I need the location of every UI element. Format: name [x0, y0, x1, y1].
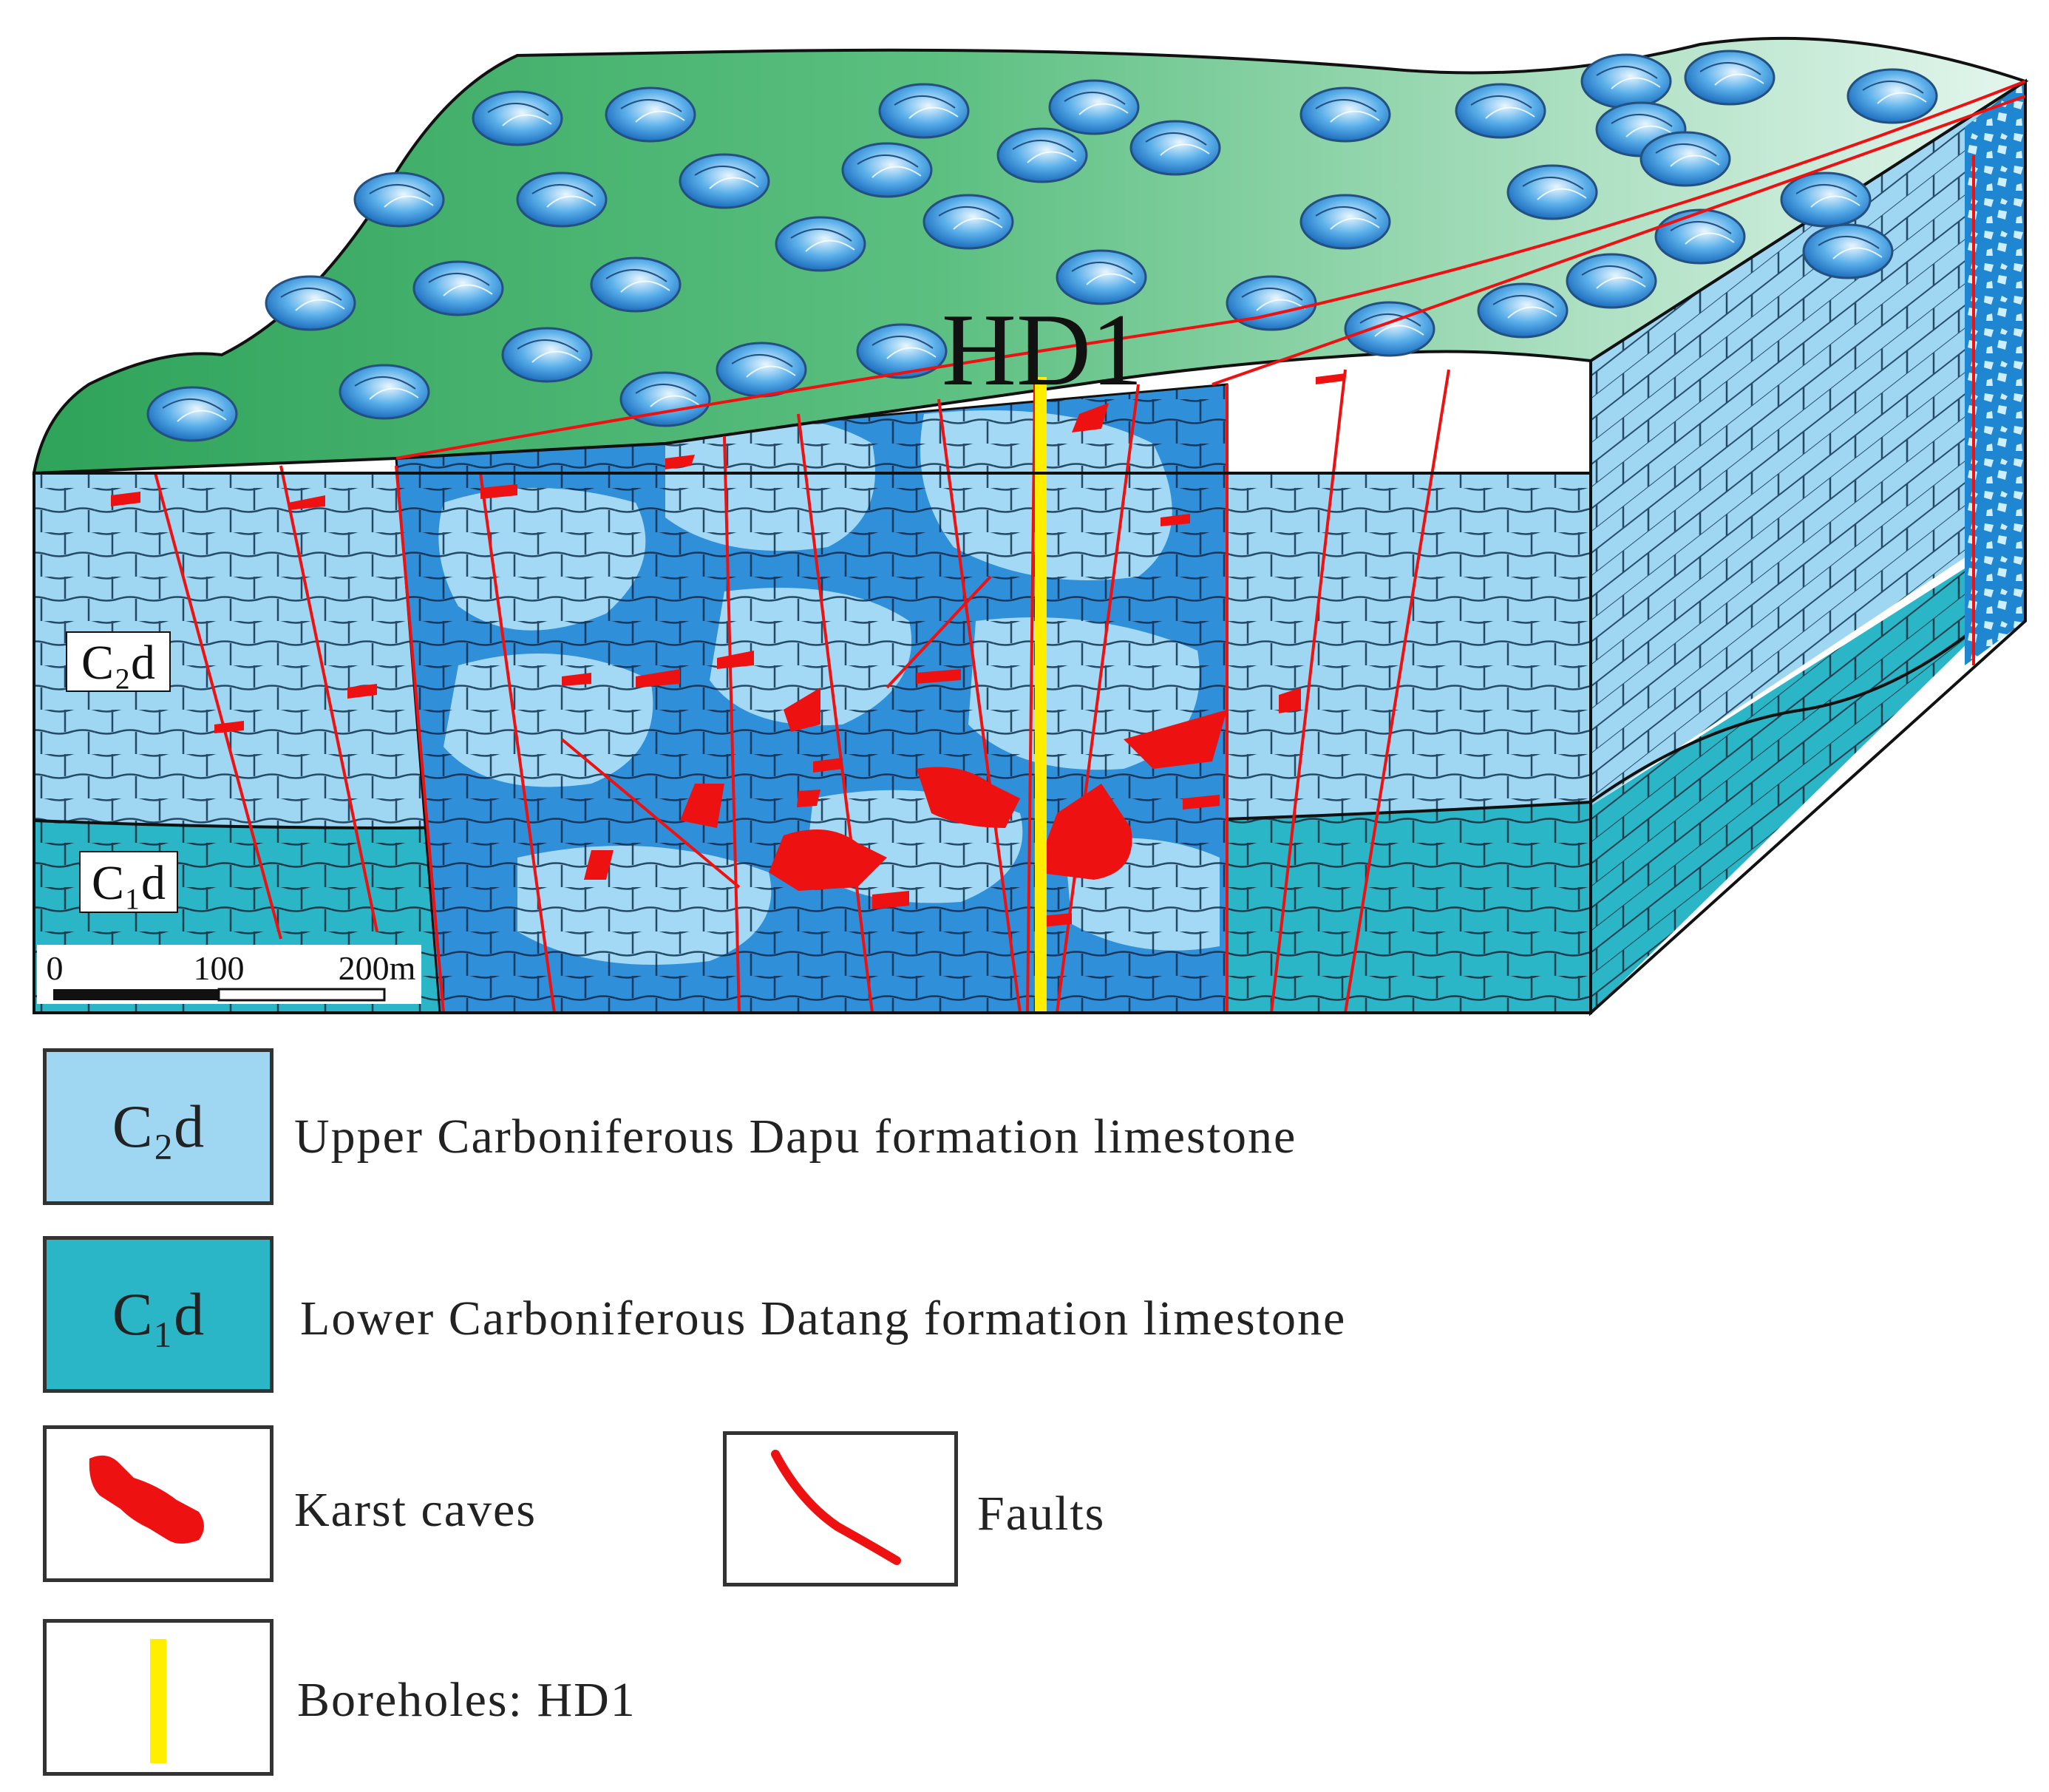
legend-label-faults: Faults — [977, 1487, 1106, 1541]
legend-label-c1d: Lower Carboniferous Datang formation lim… — [300, 1292, 1347, 1345]
formation-label-box-upper — [66, 631, 171, 692]
side-face-lower — [1591, 562, 1975, 1013]
side-breccia-zone — [1965, 81, 2025, 665]
legend-swatch-c2d: C₂d — [43, 1048, 273, 1205]
legend-label-karst-caves: Karst caves — [294, 1483, 537, 1537]
faults — [154, 80, 2026, 1014]
side-face-upper — [1591, 81, 2025, 806]
scale-bar: 0 100 200m — [37, 945, 421, 1004]
borehole-icon — [150, 1639, 166, 1763]
legend-swatch-karst-caves — [43, 1425, 273, 1582]
scale-tick-200m: 200m — [339, 949, 416, 987]
legend-code-c1d: C₁d — [112, 1280, 205, 1348]
legend-swatch-boreholes — [43, 1619, 273, 1776]
legend-swatch-c1d: C₁d — [43, 1236, 273, 1393]
legend-label-boreholes: Boreholes: HD1 — [297, 1673, 636, 1727]
scale-tick-100: 100 — [194, 949, 245, 987]
formation-label-box-lower — [79, 851, 178, 913]
borehole-label: HD1 — [942, 293, 1143, 407]
legend-swatch-faults — [723, 1431, 958, 1586]
karst-cave-icon — [89, 1455, 205, 1544]
borehole-hd1 — [1035, 377, 1047, 1013]
legend-code-c2d: C₂d — [112, 1093, 205, 1160]
karst-block-diagram: HD1 C₂d C₁d 0 100 200m — [32, 36, 2029, 1017]
karst-caves — [111, 373, 1345, 928]
side-formation-boundary — [1589, 627, 1977, 804]
formation-label-lower: C₁d — [92, 856, 166, 910]
fault-line-icon — [771, 1450, 901, 1565]
front-face-outline — [33, 472, 1592, 1014]
legend-label-c2d: Upper Carboniferous Dapu formation limes… — [294, 1110, 1297, 1164]
scale-tick-0: 0 — [47, 949, 64, 987]
formation-label-upper: C₂d — [81, 636, 155, 690]
